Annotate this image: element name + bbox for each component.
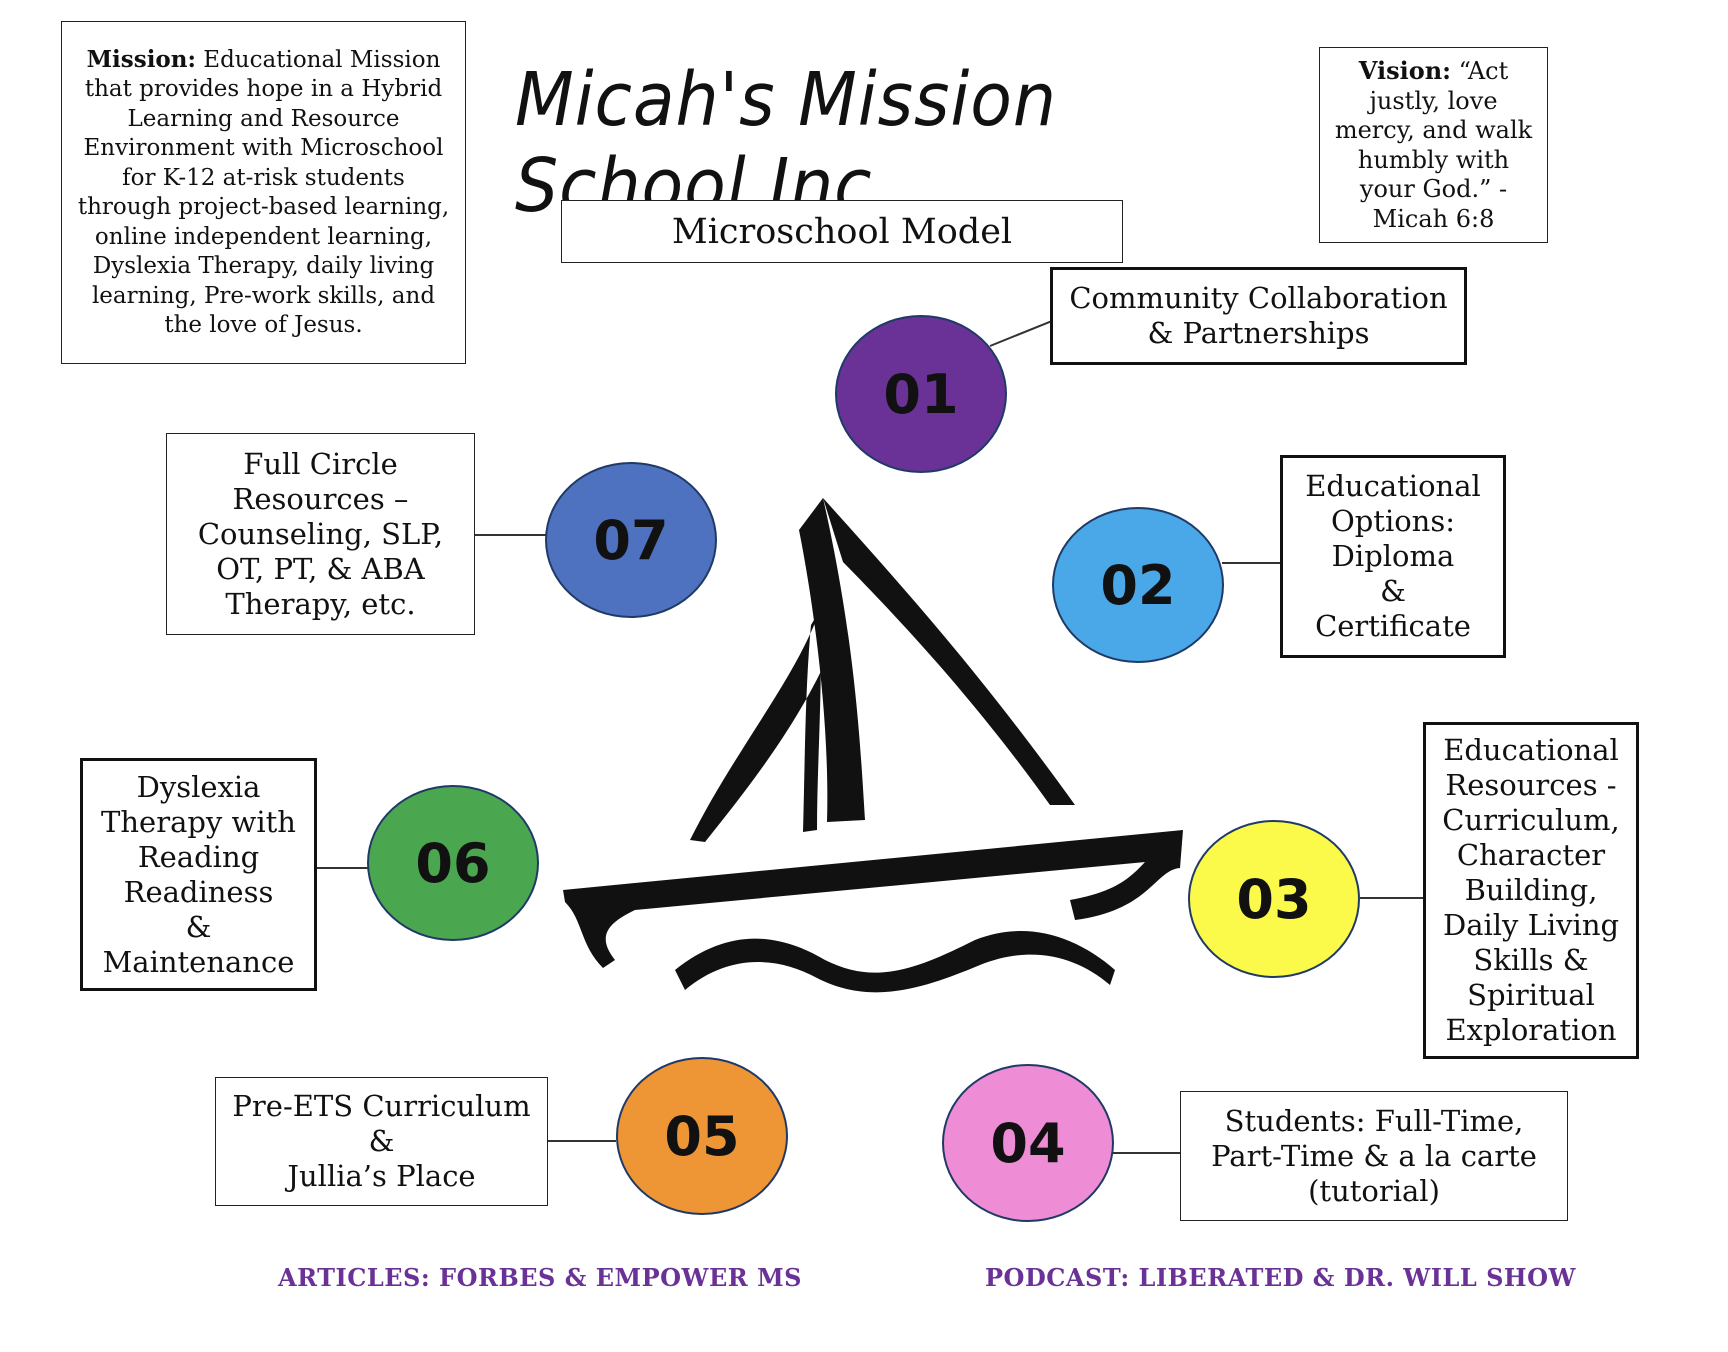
sailboat-icon — [563, 498, 1183, 993]
node-02-text: Educational Options: Diploma & Certifica… — [1305, 469, 1481, 643]
connector-03 — [1360, 897, 1424, 899]
node-06-number: 06 — [415, 831, 491, 895]
boat-hull — [563, 830, 1183, 968]
node-02-number: 02 — [1100, 553, 1176, 617]
connector-06 — [316, 867, 368, 869]
node-07-circle: 07 — [545, 462, 717, 618]
footer-articles: ARTICLES: FORBES & EMPOWER MS — [278, 1263, 802, 1292]
node-05-number: 05 — [664, 1104, 740, 1168]
node-07-number: 07 — [593, 508, 669, 572]
mission-box: Mission: Educational Mission that provid… — [61, 21, 466, 364]
node-01-number: 01 — [883, 362, 959, 426]
mission-label: Mission: — [86, 45, 196, 73]
vision-statement: Vision: “Act justly, love mercy, and wal… — [1328, 56, 1539, 234]
node-02-circle: 02 — [1052, 507, 1224, 663]
node-03-box: Educational Resources - Curriculum, Char… — [1423, 722, 1639, 1059]
node-04-box: Students: Full-Time, Part-Time & a la ca… — [1180, 1091, 1568, 1221]
node-05-text: Pre-ETS Curriculum & Jullia’s Place — [232, 1089, 531, 1193]
vision-box: Vision: “Act justly, love mercy, and wal… — [1319, 47, 1548, 243]
footer-podcast: PODCAST: LIBERATED & DR. WILL SHOW — [985, 1263, 1576, 1292]
connector-05 — [546, 1140, 616, 1142]
main-sail — [799, 498, 1075, 822]
page-title: Micah's Mission School Inc. — [515, 57, 1057, 229]
node-07-box: Full Circle Resources – Counseling, SLP,… — [166, 433, 475, 635]
connector-04 — [1112, 1152, 1182, 1154]
node-03-number: 03 — [1236, 867, 1312, 931]
node-05-circle: 05 — [616, 1057, 788, 1215]
node-01-box: Community Collaboration & Partnerships — [1050, 267, 1467, 365]
node-05-box: Pre-ETS Curriculum & Jullia’s Place — [215, 1077, 548, 1206]
node-01-circle: 01 — [835, 315, 1007, 473]
node-04-text: Students: Full-Time, Part-Time & a la ca… — [1211, 1103, 1537, 1208]
node-06-box: Dyslexia Therapy with Reading Readiness … — [80, 758, 317, 991]
connector-02 — [1222, 562, 1282, 564]
connector-01 — [989, 319, 1054, 347]
node-04-number: 04 — [990, 1111, 1066, 1175]
node-01-text: Community Collaboration & Partnerships — [1069, 281, 1448, 350]
small-sail — [690, 610, 831, 842]
subtitle-box: Microschool Model — [561, 200, 1123, 263]
vision-text: “Act justly, love mercy, and walk humbly… — [1334, 57, 1533, 233]
vision-label: Vision: — [1358, 56, 1452, 85]
node-04-circle: 04 — [942, 1064, 1114, 1222]
node-03-text: Educational Resources - Curriculum, Char… — [1442, 733, 1620, 1047]
subtitle: Microschool Model — [671, 211, 1013, 252]
node-02-box: Educational Options: Diploma & Certifica… — [1280, 455, 1506, 658]
mission-text: Educational Mission that provides hope i… — [77, 46, 450, 339]
node-03-circle: 03 — [1188, 820, 1360, 978]
connector-07 — [474, 534, 546, 536]
mission-statement: Mission: Educational Mission that provid… — [72, 45, 455, 341]
node-06-circle: 06 — [367, 785, 539, 941]
node-06-text: Dyslexia Therapy with Reading Readiness … — [101, 769, 296, 979]
water-wave — [675, 931, 1115, 993]
node-07-text: Full Circle Resources – Counseling, SLP,… — [197, 446, 444, 621]
